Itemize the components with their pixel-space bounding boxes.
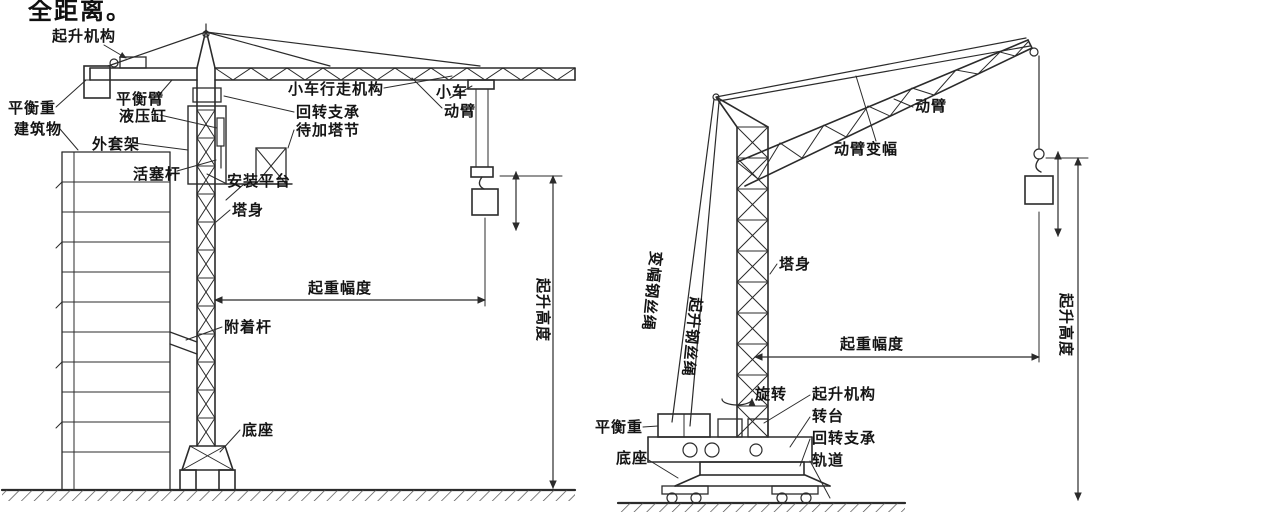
right-dimensions [754,157,1089,501]
label-turntable: 转台 [812,407,845,425]
left-ground-hatching [2,490,575,501]
right-ground-hatching [618,503,905,512]
bogie-wheel-icon [776,492,788,504]
label-trolley: 小车 [436,83,469,101]
left-dimensions [214,175,563,489]
luffing-boom-part [736,39,1033,187]
left-jib [214,67,576,81]
hook-icon [1035,158,1042,173]
hoist-winch [119,56,147,69]
left-slewing-bearing-part [192,87,222,103]
label-luffing-boom: 动臂 [915,97,948,115]
label-boom: 动臂 [444,102,477,120]
label-building: 建筑物 [14,120,63,138]
building-structure [55,151,171,491]
right-tower-head [715,96,769,128]
hoisting-mechanism-part [717,418,743,438]
tower-section-part [255,147,287,185]
outer-frame-part [187,105,227,185]
label-balance-arm: 平衡臂 [116,90,165,108]
label-installation-platform: 安装平台 [227,172,292,190]
label-tower-section-to-add: 待加塔节 [296,121,361,139]
label-track: 轨道 [812,451,845,469]
rotation-arrow-icon [721,398,756,407]
label-slewing-bearing: 回转支承 [296,103,361,121]
attachment-rods [169,331,198,355]
left-tower-head [196,29,216,69]
hook-icon [478,176,485,190]
label-hoisting-mechanism-right: 起升机构 [812,385,877,403]
top-cropped-text: 全距离。 [28,0,132,25]
right-leader-lines [642,75,914,499]
left-leader-lines [55,44,473,453]
tie-bars [107,31,481,67]
label-lifting-radius-left: 起重幅度 [308,279,373,297]
luffing-rope-lines [715,37,1031,102]
right-base-and-bogies [661,461,831,504]
load-block [471,188,499,216]
counterweight-block [83,65,111,99]
label-tower-body-right: 塔身 [779,255,812,273]
right-crane-drawing [616,37,1089,512]
label-outer-frame: 外套架 [92,135,141,153]
left-base [179,445,236,491]
bogie-wheel-icon [666,492,678,504]
label-lifting-height-right: 起升高度 [1057,293,1075,358]
hydraulic-cylinder-part [216,117,225,147]
label-lifting-radius-right: 起重幅度 [840,335,905,353]
hoist-rope-lines [671,98,720,427]
trolley-and-hook [467,79,520,231]
label-counterweight: 平衡重 [8,99,57,117]
label-tower-body-left: 塔身 [232,201,265,219]
label-hoisting-mechanism: 起升机构 [52,27,117,45]
left-tower-mast [196,67,216,447]
right-hook-and-load [1024,47,1062,237]
label-attachment-rod: 附着杆 [224,318,273,336]
label-hydraulic-cylinder: 液压缸 [119,107,168,125]
bogie-wheel-icon [800,492,812,504]
climbing-frame-group [187,105,293,201]
label-base-left: 底座 [242,421,275,439]
label-counterweight-right: 平衡重 [595,418,644,436]
label-lifting-height-left: 起升高度 [534,278,552,343]
label-rotation: 旋转 [755,385,788,403]
bogie-wheel-icon [690,492,702,504]
label-boom-luffing: 动臂变幅 [834,140,899,158]
label-piston-rod: 活塞杆 [133,165,182,183]
apex-pulley-icon [202,30,210,38]
right-slewing-bearing-part [699,461,805,476]
label-slewing-bearing-right: 回转支承 [812,429,877,447]
label-base-right: 底座 [616,449,649,467]
load-block [1024,175,1054,205]
label-trolley-travel-mechanism: 小车行走机构 [288,80,385,98]
left-crane-drawing [0,23,577,501]
